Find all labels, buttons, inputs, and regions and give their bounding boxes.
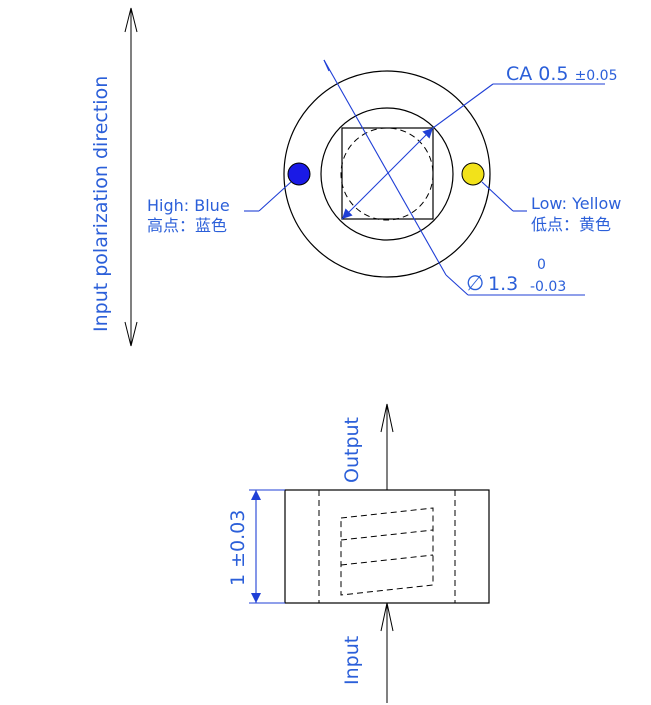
diameter-dimension xyxy=(323,59,585,296)
crystal-body xyxy=(284,489,490,604)
diameter-symbol: ∅ xyxy=(466,271,484,295)
polarization-label: Input polarization direction xyxy=(90,76,112,332)
diameter-tol-lower: -0.03 xyxy=(530,279,566,295)
high-label-cn: 高点：蓝色 xyxy=(147,216,227,235)
outer-circle xyxy=(283,70,491,278)
low-label-en: Low: Yellow xyxy=(531,194,621,213)
ca-label: CA 0.5 ±0.05 xyxy=(506,63,617,85)
low-leader xyxy=(481,181,514,212)
input-arrow xyxy=(380,602,394,703)
output-arrow xyxy=(380,403,394,490)
high-label-en: High: Blue xyxy=(147,196,230,215)
aperture-dashed-circle xyxy=(340,127,434,221)
ca-dimension xyxy=(341,83,605,220)
high-blue-dot xyxy=(287,162,311,186)
diameter-tol-upper: 0 xyxy=(537,257,546,273)
ca-tolerance: ±0.05 xyxy=(575,68,618,84)
output-label: Output xyxy=(341,417,363,483)
high-leader xyxy=(258,181,292,212)
low-yellow-dot xyxy=(461,162,485,186)
diameter-value: 1.3 xyxy=(488,273,518,295)
ca-value: CA 0.5 xyxy=(506,63,569,85)
thickness-label: 1 ±0.03 xyxy=(227,510,249,586)
input-label: Input xyxy=(341,636,363,685)
polarization-arrow xyxy=(124,7,138,347)
thickness-dimension xyxy=(249,489,285,604)
low-label-cn: 低点：黄色 xyxy=(531,215,611,234)
inner-circle xyxy=(320,107,454,241)
side-view xyxy=(284,489,490,604)
